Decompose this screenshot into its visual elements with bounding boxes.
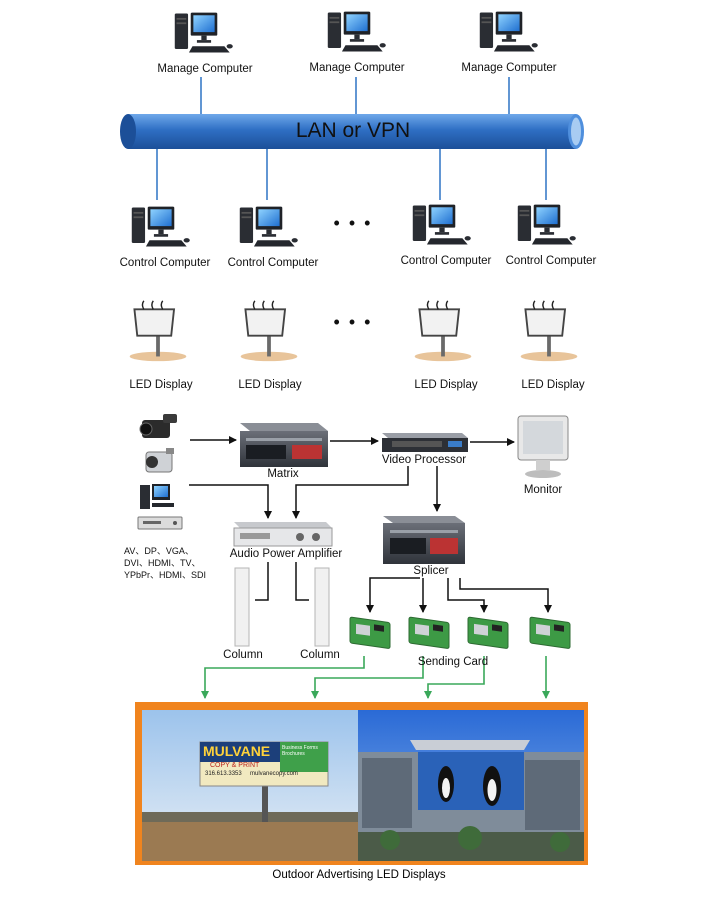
monitor-icon	[517, 415, 569, 478]
billboard-side: Business Forms Brochures	[282, 745, 318, 757]
dvd-player-icon	[137, 516, 183, 530]
control-computer-3-label: Control Computer	[400, 255, 492, 267]
column-2-label: Column	[300, 649, 340, 661]
inputs-line-1: AV、DP、VGA、	[124, 546, 194, 556]
splicer-label: Splicer	[413, 565, 449, 577]
control-computer-2-icon	[239, 206, 298, 247]
display-ellipsis: • • •	[333, 312, 373, 332]
led-display-4-label: LED Display	[521, 379, 585, 391]
led-display-3-label: LED Display	[414, 379, 478, 391]
led-display-2-icon	[239, 299, 299, 363]
audio-amplifier-icon	[233, 522, 333, 547]
billboard-brand: MULVANE	[203, 743, 271, 759]
output-connectors	[201, 656, 550, 699]
manage-connections	[156, 77, 547, 200]
source-computer-icon	[140, 484, 174, 509]
manage-computer-3-icon	[479, 11, 538, 52]
control-computer-4-label: Control Computer	[505, 255, 597, 267]
matrix-icon	[240, 423, 328, 467]
monitor-label: Monitor	[523, 484, 563, 496]
led-display-1-icon	[128, 299, 188, 363]
signal-connectors	[189, 436, 552, 613]
manage-computer-3-label: Manage Computer	[461, 62, 557, 74]
audio-amplifier-label: Audio Power Amplifier	[229, 548, 343, 560]
led-display-4-icon	[519, 299, 579, 363]
led-display-2-label: LED Display	[238, 379, 302, 391]
inputs-line-2: DVI、HDMI、TV、	[124, 558, 201, 568]
manage-computer-2-label: Manage Computer	[309, 62, 405, 74]
video-processor-label: Video Processor	[381, 454, 467, 466]
splicer-icon	[383, 516, 465, 564]
control-ellipsis: • • •	[333, 213, 373, 233]
billboard-phone: 316.613.3353	[205, 771, 242, 777]
manage-computer-1-icon	[174, 12, 233, 53]
control-computer-2-label: Control Computer	[227, 257, 319, 269]
video-processor-icon	[382, 433, 468, 452]
outdoor-photo-frame	[135, 702, 588, 865]
column-1-label: Column	[223, 649, 263, 661]
camcorder-icon	[139, 414, 177, 438]
billboard-sub: COPY & PRINT	[210, 762, 260, 769]
photo-caption: Outdoor Advertising LED Displays	[272, 869, 446, 881]
led-display-1-label: LED Display	[129, 379, 193, 391]
lan-label: LAN or VPN	[295, 119, 411, 142]
manage-computer-2-icon	[327, 11, 386, 52]
control-computer-1-label: Control Computer	[119, 257, 211, 269]
inputs-line-3: YPbPr、HDMI、SDI	[124, 570, 207, 580]
manage-computer-1-label: Manage Computer	[157, 63, 253, 75]
led-display-3-icon	[413, 299, 473, 363]
control-computer-1-icon	[131, 206, 190, 247]
video-camera-icon	[145, 448, 174, 473]
matrix-label: Matrix	[267, 468, 299, 480]
control-computer-4-icon	[517, 204, 576, 245]
sending-card-label: Sending Card	[417, 656, 489, 668]
billboard-web: mulvanecopy.com	[250, 771, 298, 777]
column-speakers	[234, 567, 330, 647]
control-computer-3-icon	[412, 204, 471, 245]
lan-pipe	[120, 114, 584, 149]
sending-cards	[349, 616, 571, 649]
